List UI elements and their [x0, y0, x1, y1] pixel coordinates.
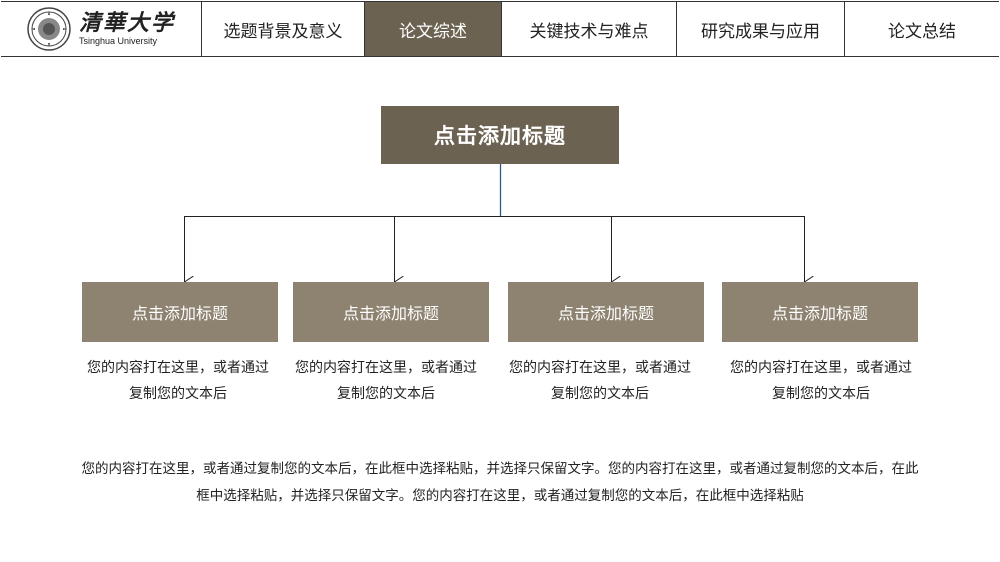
tab-key-technology[interactable]: 关键技术与难点	[502, 2, 677, 56]
diagram-item-2-title[interactable]: 点击添加标题	[293, 282, 489, 342]
tab-review[interactable]: 论文综述	[365, 2, 502, 56]
tab-results[interactable]: 研究成果与应用	[677, 2, 845, 56]
diagram-item-4-text[interactable]: 您的内容打在这里，或者通过复制您的文本后	[730, 360, 912, 402]
diagram-item-1-text[interactable]: 您的内容打在这里，或者通过复制您的文本后	[87, 360, 269, 402]
top-nav: 清華大学 Tsinghua University 选题背景及意义 论文综述 关键…	[1, 1, 999, 57]
university-seal-icon	[27, 7, 71, 51]
logo-english-name: Tsinghua University	[79, 36, 158, 46]
logo-chinese-name: 清華大学	[79, 10, 176, 36]
diagram-item-3-title[interactable]: 点击添加标题	[508, 282, 704, 342]
diagram-item-3-text[interactable]: 您的内容打在这里，或者通过复制您的文本后	[509, 360, 691, 402]
tab-background[interactable]: 选题背景及意义	[202, 2, 365, 56]
diagram-item-4-title[interactable]: 点击添加标题	[722, 282, 918, 342]
university-logo[interactable]: 清華大学 Tsinghua University	[1, 2, 202, 56]
diagram-main-title[interactable]: 点击添加标题	[381, 106, 619, 164]
diagram-item-2-text[interactable]: 您的内容打在这里，或者通过复制您的文本后	[295, 360, 477, 402]
body-paragraph[interactable]: 您的内容打在这里，或者通过复制您的文本后，在此框中选择粘贴，并选择只保留文字。您…	[81, 461, 919, 504]
diagram-item-1-title[interactable]: 点击添加标题	[82, 282, 278, 342]
tab-summary[interactable]: 论文总结	[888, 21, 956, 42]
